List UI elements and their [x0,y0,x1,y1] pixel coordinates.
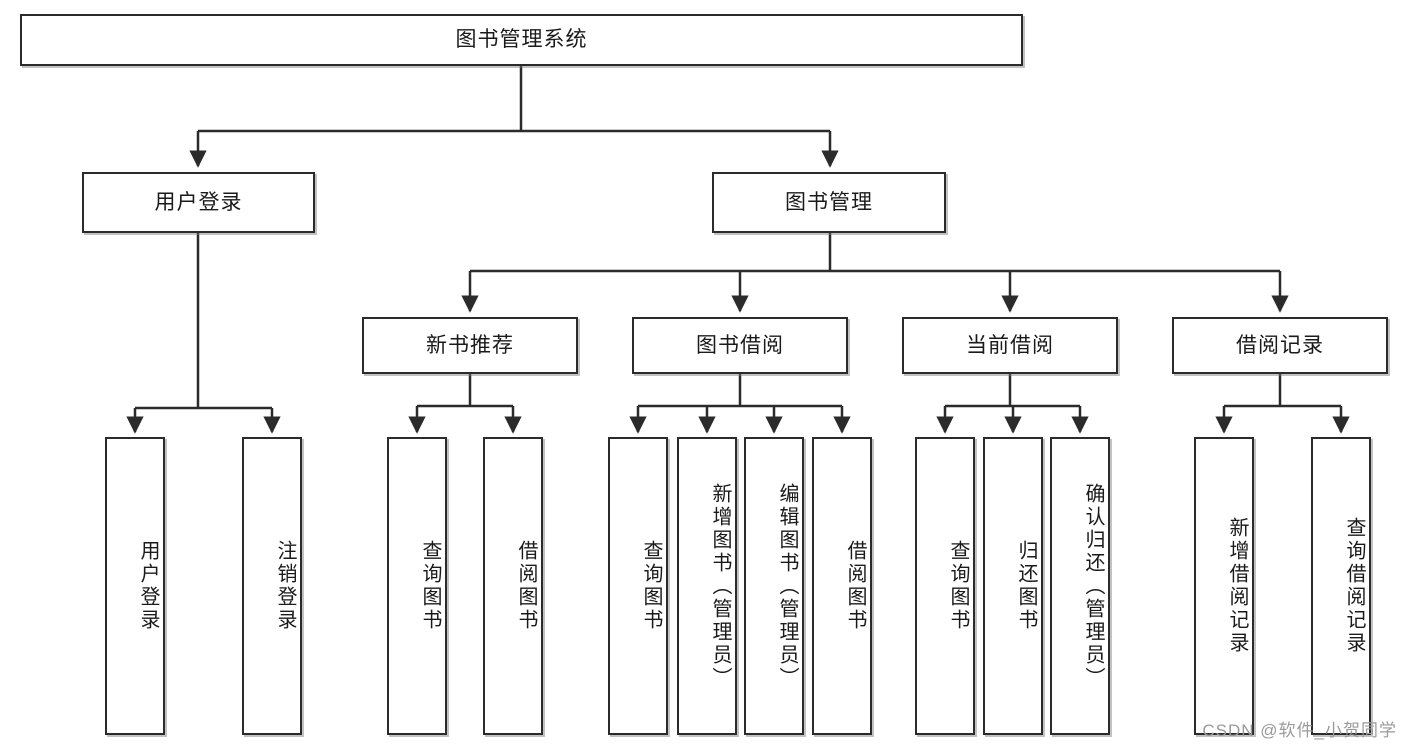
node-label: 借阅图书 [844,540,866,632]
node-label: 编辑图书（管理员） [776,482,798,690]
node-label: 用户登录 [154,190,243,214]
node-label: 用户登录 [137,540,159,632]
leaf-borrow-books-recommend[interactable]: 借阅图书 [483,437,543,735]
node-label: 注销登录 [274,540,296,632]
leaf-edit-book-admin[interactable]: 编辑图书（管理员） [744,437,804,735]
node-label: 查询借阅记录 [1343,517,1365,655]
node-label: 查询图书 [419,540,441,632]
node-book-borrowing[interactable]: 图书借阅 [632,317,848,374]
leaf-search-books-borrow[interactable]: 查询图书 [608,437,668,735]
leaf-user-login[interactable]: 用户登录 [105,437,165,735]
leaf-return-book[interactable]: 归还图书 [983,437,1043,735]
node-label: 图书管理 [785,190,873,214]
leaf-search-books-current[interactable]: 查询图书 [915,437,975,735]
node-label: 图书管理系统 [455,28,588,52]
node-label: 归还图书 [1015,540,1037,632]
node-label: 图书借阅 [696,333,784,357]
node-label: 借阅图书 [515,540,537,632]
leaf-confirm-return-admin[interactable]: 确认归还（管理员） [1050,437,1110,735]
node-label: 新增图书（管理员） [709,482,731,690]
node-new-book-recommendation[interactable]: 新书推荐 [362,317,578,374]
node-label: 查询图书 [640,540,662,632]
node-borrowing-record[interactable]: 借阅记录 [1172,317,1388,374]
node-label: 确认归还（管理员） [1082,482,1104,690]
node-label: 当前借阅 [966,333,1054,357]
leaf-logout[interactable]: 注销登录 [242,437,302,735]
node-user-login[interactable]: 用户登录 [82,172,315,233]
leaf-search-books-recommend[interactable]: 查询图书 [387,437,447,735]
node-label: 借阅记录 [1236,333,1324,357]
node-label: 查询图书 [947,540,969,632]
leaf-borrow-book[interactable]: 借阅图书 [812,437,872,735]
leaf-query-borrow-record[interactable]: 查询借阅记录 [1311,437,1371,735]
leaf-add-borrow-record[interactable]: 新增借阅记录 [1194,437,1254,735]
node-current-borrowing[interactable]: 当前借阅 [902,317,1118,374]
node-book-management-system[interactable]: 图书管理系统 [20,14,1023,66]
node-book-management[interactable]: 图书管理 [712,172,946,233]
node-label: 新增借阅记录 [1226,517,1248,655]
node-label: 新书推荐 [426,333,514,357]
leaf-add-book-admin[interactable]: 新增图书（管理员） [677,437,737,735]
